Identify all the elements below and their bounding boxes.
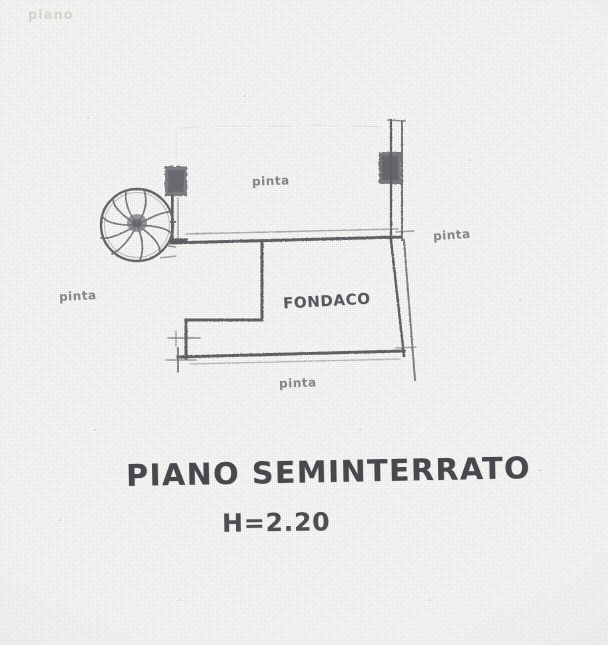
dimension-label-left: pinta xyxy=(58,288,97,304)
scan-speckles xyxy=(59,95,541,601)
dimension-label-top: pinta xyxy=(251,173,290,189)
corner-stamp: piano xyxy=(28,8,74,23)
bottom-exterior-wall xyxy=(176,349,406,365)
upper-faint-boundary xyxy=(175,124,383,159)
main-horizontal-wall xyxy=(169,228,402,245)
spiral-staircase xyxy=(99,187,177,263)
interior-stepped-wall xyxy=(184,240,264,360)
dimension-label-bottom: pinta xyxy=(278,375,317,391)
dimension-label-right: pinta xyxy=(432,226,472,244)
right-exterior-wall xyxy=(387,118,417,382)
column-left xyxy=(165,166,187,196)
dimension-ticks xyxy=(165,230,417,373)
ceiling-height-note: H=2.20 xyxy=(221,507,331,538)
